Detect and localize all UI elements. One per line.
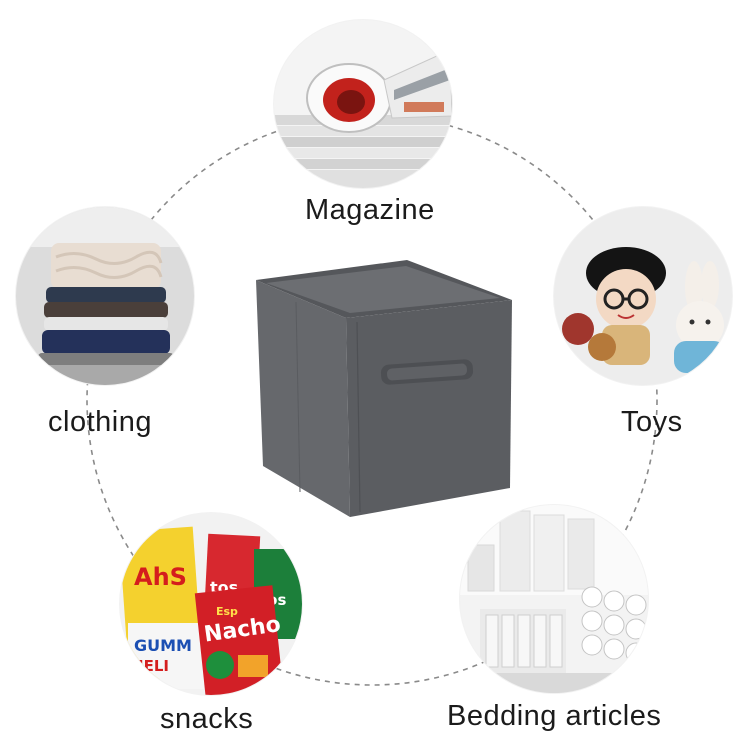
toys-photo [554, 207, 732, 385]
label-bedding-articles: Bedding articles [447, 700, 662, 732]
snacks-photo: AhS tos tos GUMM JELI Esp Nacho [120, 513, 302, 695]
folded-clothes-icon [16, 207, 194, 385]
label-clothing: clothing [48, 406, 152, 438]
snack-pack-1-text: AhS [134, 563, 187, 591]
snack-pack-5-text: GUMM [134, 636, 192, 655]
label-snacks: snacks [160, 703, 254, 735]
label-toys: Toys [621, 406, 683, 438]
bedding-photo [460, 505, 648, 693]
magazine-icon [274, 20, 452, 188]
plush-toys-icon [554, 207, 732, 385]
rolled-towels-icon [460, 505, 648, 693]
snack-bags-icon: AhS tos tos GUMM JELI Esp Nacho [120, 513, 302, 695]
magazine-photo [274, 20, 452, 188]
snack-pack-4-top-text: Esp [216, 605, 238, 618]
label-magazine: Magazine [305, 194, 435, 226]
clothing-photo [16, 207, 194, 385]
